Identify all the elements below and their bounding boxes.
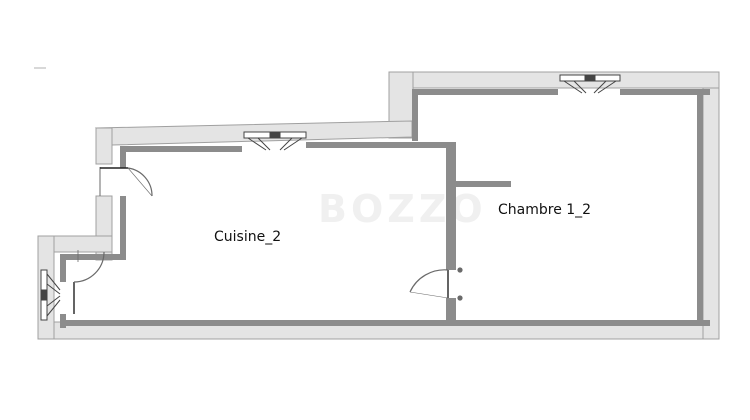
inner-walls: [60, 89, 710, 328]
door-left-step: [73, 250, 105, 314]
watermark: BOZZO: [318, 187, 487, 231]
window-left-wall: [40, 269, 61, 321]
room-label-kitchen: Cuisine_2: [214, 229, 281, 245]
window-bedroom-top: [559, 74, 621, 94]
door-kitchen-entry: [99, 167, 153, 197]
door-partition: [409, 267, 463, 301]
window-kitchen-top: [243, 131, 307, 151]
room-label-bedroom: Chambre 1_2: [498, 202, 591, 218]
